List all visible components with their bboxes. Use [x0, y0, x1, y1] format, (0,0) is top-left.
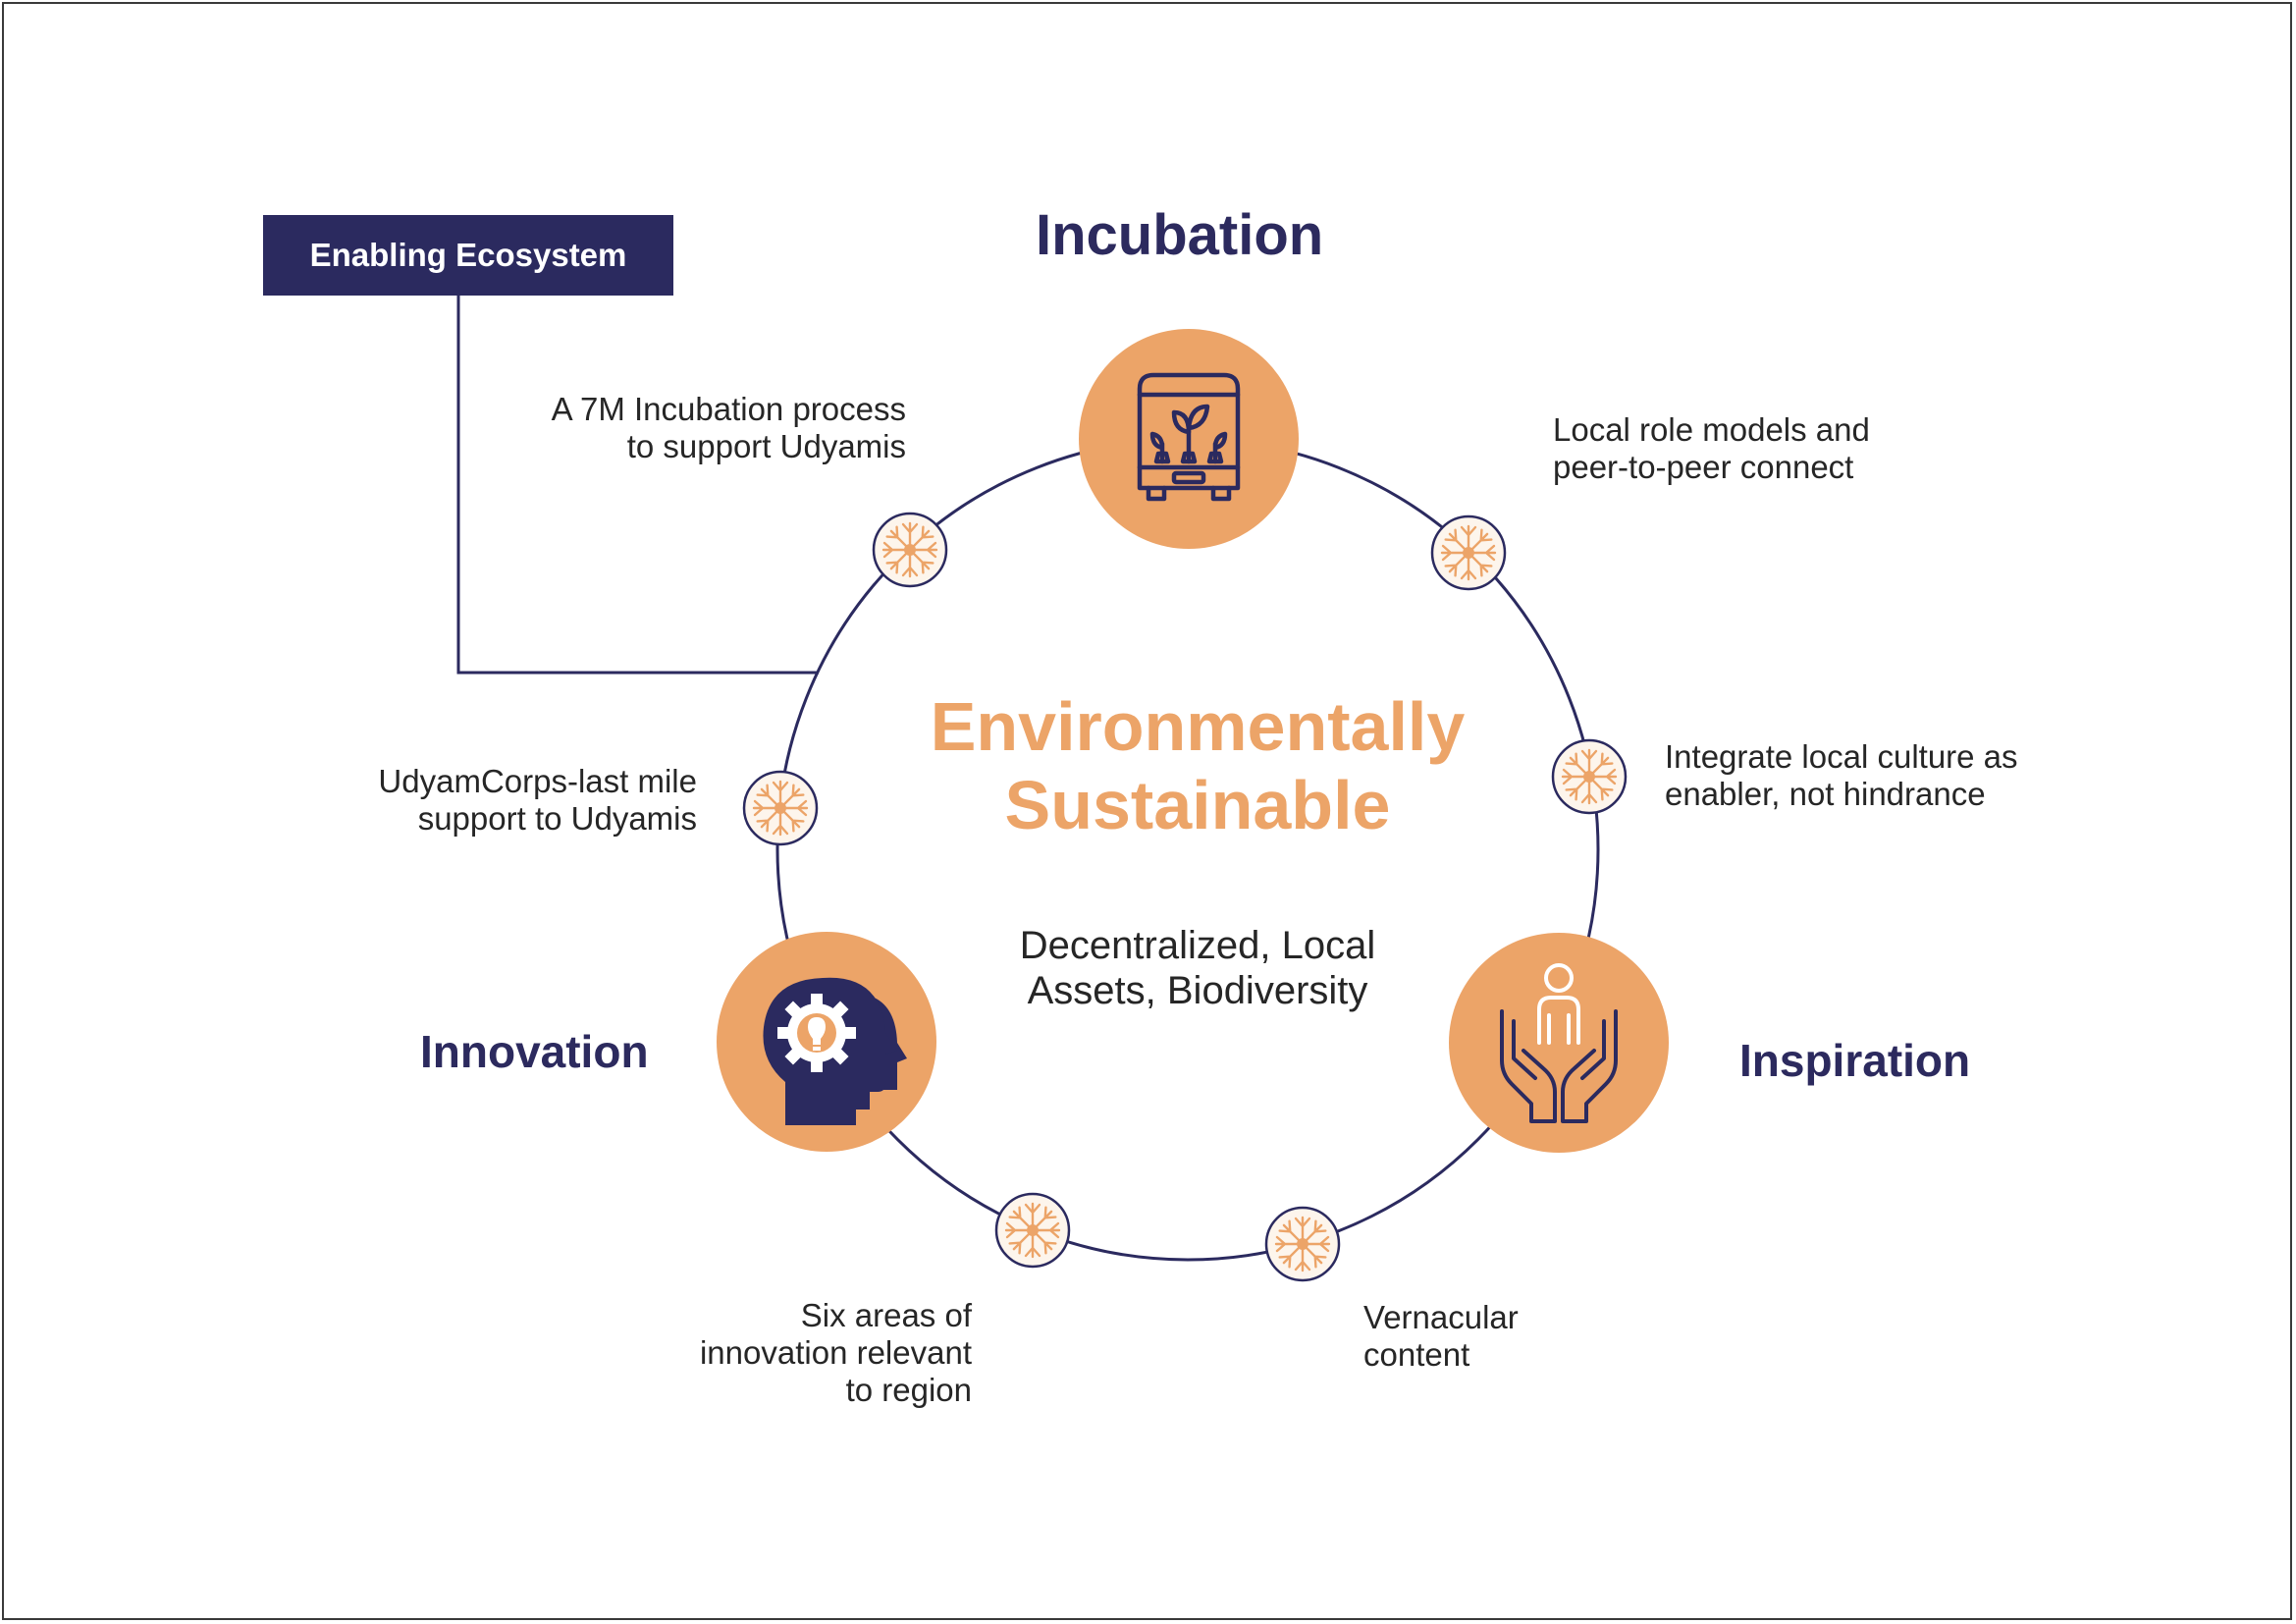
annotation-line: to support Udyamis	[626, 428, 906, 464]
annotation-line: peer-to-peer connect	[1553, 449, 1854, 485]
annotation-line: content	[1363, 1336, 1470, 1373]
center-title-line2: Sustainable	[1004, 767, 1391, 843]
annotation-local-culture: Integrate local culture as enabler, not …	[1665, 738, 2018, 813]
inspiration-heading: Inspiration	[1739, 1035, 1971, 1086]
annotation-line: innovation relevant	[699, 1334, 972, 1371]
head-lightbulb-gear-icon	[763, 977, 907, 1125]
center-subtitle: Decentralized, Local Assets, Biodiversit…	[903, 923, 1492, 1013]
incubation-node	[1079, 329, 1299, 549]
center-subtitle-line1: Decentralized, Local	[1019, 924, 1376, 967]
plant-incubator-icon	[1137, 372, 1241, 502]
sunburst-node-icon	[872, 512, 948, 588]
annotation-line: support to Udyamis	[417, 800, 697, 837]
incubation-heading: Incubation	[1036, 203, 1324, 267]
badge-connector	[456, 296, 819, 675]
annotation-line: Local role models and	[1553, 411, 1870, 448]
sunburst-node-icon	[1264, 1206, 1341, 1282]
hands-holding-person-icon	[1500, 963, 1618, 1123]
center-title: Environmentally Sustainable	[805, 687, 1590, 844]
inspiration-node	[1449, 933, 1669, 1153]
innovation-heading: Innovation	[420, 1026, 649, 1077]
annotation-7m-process: A 7M Incubation process to support Udyam…	[415, 391, 906, 465]
annotation-vernacular: Vernacular content	[1363, 1299, 1519, 1374]
annotation-line: enabler, not hindrance	[1665, 776, 1986, 812]
center-subtitle-line2: Assets, Biodiversity	[1027, 969, 1368, 1012]
annotation-line: UdyamCorps-last mile	[378, 763, 697, 799]
sunburst-node-icon	[1430, 514, 1507, 591]
annotation-line: Six areas of	[800, 1297, 972, 1333]
badge-label: Enabling Ecosystem	[309, 237, 627, 273]
annotation-role-models: Local role models and peer-to-peer conne…	[1553, 411, 1870, 486]
innovation-node	[717, 932, 936, 1152]
sunburst-node-icon	[994, 1192, 1071, 1269]
annotation-line: to region	[845, 1372, 972, 1408]
annotation-line: Integrate local culture as	[1665, 738, 2018, 775]
annotation-udyamcorps: UdyamCorps-last mile support to Udyamis	[206, 763, 697, 838]
annotation-line: A 7M Incubation process	[551, 391, 906, 427]
center-title-line1: Environmentally	[930, 688, 1466, 765]
enabling-ecosystem-badge: Enabling Ecosystem	[263, 215, 673, 296]
annotation-line: Vernacular	[1363, 1299, 1519, 1335]
annotation-six-areas: Six areas of innovation relevant to regi…	[481, 1297, 972, 1409]
